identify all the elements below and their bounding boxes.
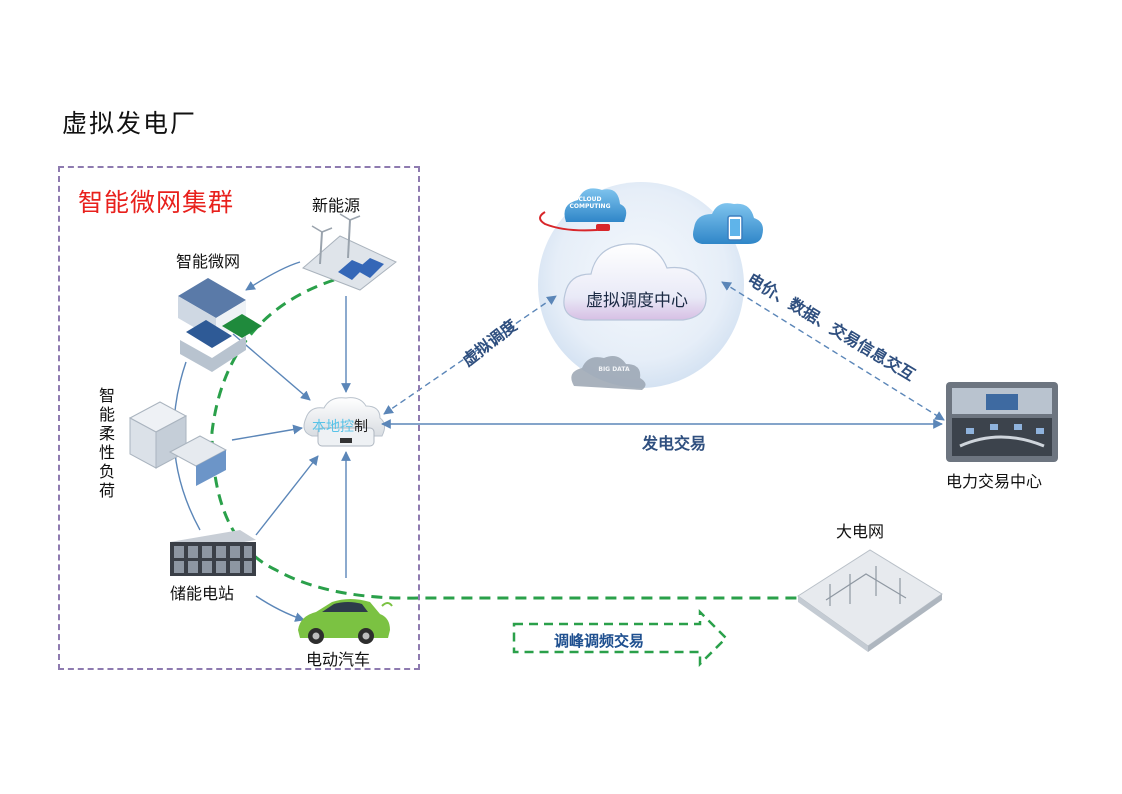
cloud-computing-icon (539, 188, 627, 232)
cloud-computing-tag: CLOUD COMPUTING (569, 196, 611, 210)
arrow-newenergy-to-microgrid (245, 261, 301, 291)
vpp-center-cloud (563, 243, 707, 321)
flexible-load-label: 智能柔性负荷 (98, 386, 115, 500)
peak-trading-arrow (512, 608, 728, 668)
storage-station-label: 储能电站 (170, 584, 235, 603)
new-energy-icon (302, 213, 397, 291)
arrow-price-data (721, 281, 945, 421)
smart-microgrid-icon (178, 278, 262, 372)
big-data-cloud-icon (571, 356, 646, 390)
power-grid-icon (797, 549, 943, 652)
storage-station-icon (170, 530, 256, 576)
electric-vehicle-label: 电动汽车 (306, 650, 371, 669)
flexible-load-icon (128, 401, 228, 486)
power-trading-label: 发电交易 (642, 434, 707, 453)
arrow-storage-to-local (255, 455, 319, 536)
mobile-cloud-icon (693, 203, 763, 244)
big-data-tag: BIG DATA (598, 366, 630, 373)
local-control-device (303, 397, 386, 447)
smart-microgrid-label: 智能微网 (176, 252, 241, 271)
green-dashed-path-grid (210, 278, 800, 600)
local-control-label-rest: 制 (354, 419, 368, 435)
vpp-center-label: 虚拟调度中心 (586, 291, 688, 311)
cluster-title: 智能微网集群 (78, 188, 235, 217)
new-energy-label: 新能源 (312, 196, 361, 215)
arrow-virtual-dispatch (383, 295, 557, 415)
electric-vehicle-icon (298, 599, 393, 644)
local-control-label: 本地控制 (312, 416, 368, 436)
peak-trading-label: 调峰调频交易 (554, 632, 645, 650)
power-grid-label: 大电网 (836, 522, 885, 541)
trading-center-icon (946, 382, 1058, 462)
arrow-load-to-local (231, 424, 303, 441)
trading-center-label: 电力交易中心 (946, 472, 1043, 491)
microgrid-cluster-box (58, 166, 420, 670)
arrow-storage-to-ev (255, 595, 305, 622)
page-title: 虚拟发电厂 (62, 109, 198, 138)
local-control-label-highlight: 本地控 (312, 419, 354, 435)
